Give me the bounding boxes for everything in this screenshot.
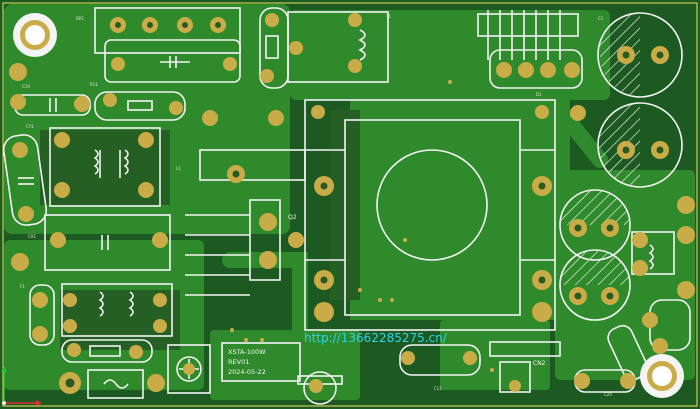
model-label: XSTA-100W xyxy=(228,348,266,356)
svg-text:F1: F1 xyxy=(20,284,25,289)
silkscreen-outlines xyxy=(2,7,691,405)
svg-text:C11: C11 xyxy=(434,386,442,391)
svg-text:R11: R11 xyxy=(90,82,98,87)
svg-text:T1: T1 xyxy=(385,14,391,19)
mounting-hole-bottom-right[interactable] xyxy=(640,354,684,398)
tiny-designators: BR1 C10 R11 CY1 L1 CX1 F1 T1 C1 D1 C11 C… xyxy=(20,14,612,397)
svg-text:C20: C20 xyxy=(604,392,612,397)
vias xyxy=(230,80,494,372)
axis-y-arrow-icon xyxy=(1,366,7,372)
svg-text:C10: C10 xyxy=(22,84,30,89)
svg-text:L1: L1 xyxy=(176,166,181,171)
svg-text:CX1: CX1 xyxy=(28,234,37,239)
axis-x-arrow-icon xyxy=(36,400,42,406)
watermark-url: http://13662285275.cn/ xyxy=(304,331,448,345)
axis-origin xyxy=(2,401,6,405)
board-info-label: XSTA-100W REV01 2024-05-22 xyxy=(228,348,266,376)
mounting-hole-top-left[interactable] xyxy=(13,13,57,57)
date-label: 2024-05-22 xyxy=(228,368,266,376)
svg-text:BR1: BR1 xyxy=(76,16,85,21)
through-hole-pads xyxy=(9,13,695,394)
axis-indicator xyxy=(1,366,42,406)
svg-text:CY1: CY1 xyxy=(26,124,34,129)
svg-text:D1: D1 xyxy=(536,92,542,97)
transformer-ref-label: Q2 xyxy=(288,214,297,221)
capacitor-polarity-hatching xyxy=(560,13,640,285)
revision-label: REV01 xyxy=(228,358,249,366)
svg-text:C1: C1 xyxy=(598,16,604,21)
connector-ref-label: CN2 xyxy=(533,360,546,367)
